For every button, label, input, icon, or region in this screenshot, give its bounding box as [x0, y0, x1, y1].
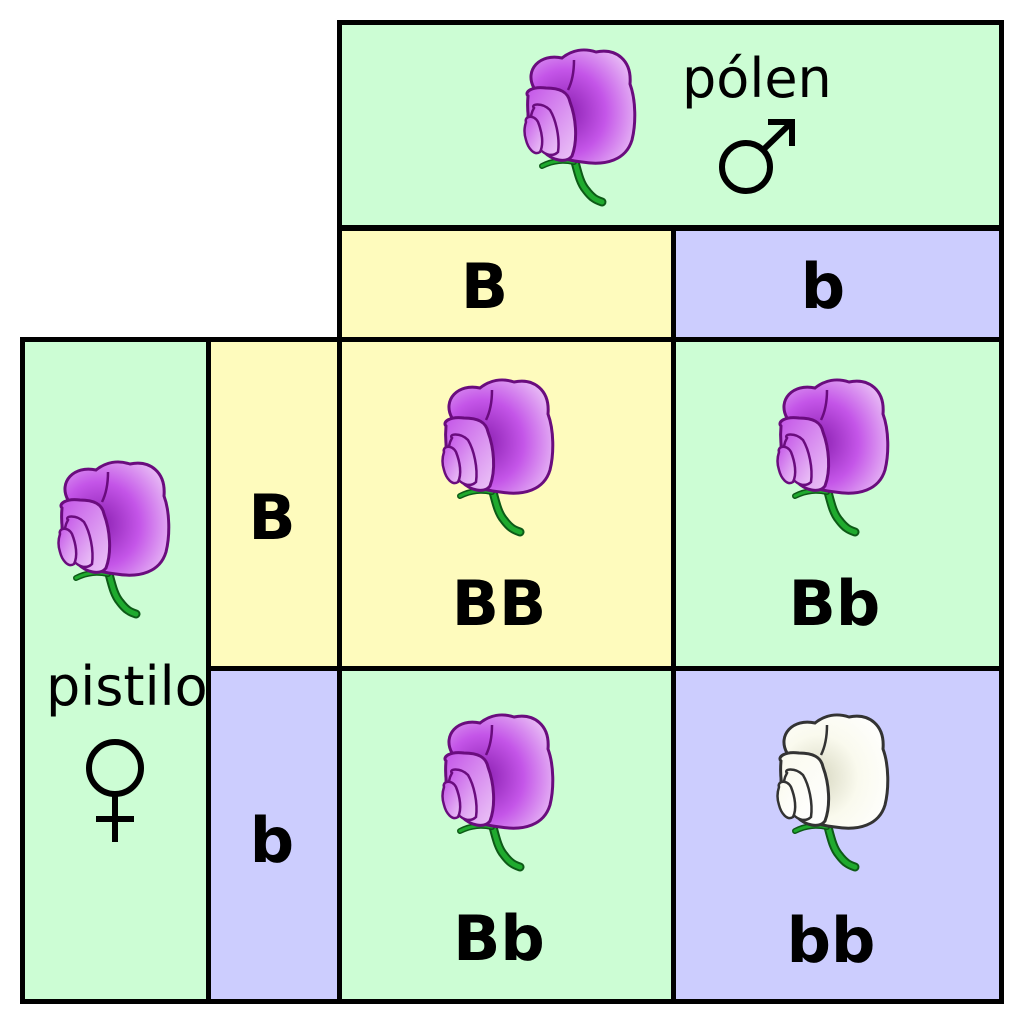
pistil-column — [20, 337, 211, 1004]
offspring-genotype: Bb — [453, 902, 545, 975]
pistil-allele-cell-1 — [206, 337, 342, 671]
pollen-allele-2: b — [800, 250, 846, 323]
pollen-allele-cell-2 — [671, 226, 1004, 342]
offspring-flower-icon — [776, 378, 890, 537]
offspring-genotype: bb — [786, 904, 876, 977]
pollen-label: pólen — [682, 47, 832, 110]
offspring-genotype: Bb — [788, 567, 881, 640]
offspring-flower-icon — [441, 378, 555, 537]
pollen-flower-icon — [523, 48, 637, 207]
female-symbol-icon — [86, 739, 144, 842]
pistil-allele-2: b — [249, 804, 295, 877]
offspring-genotype: BB — [451, 567, 547, 640]
pistil-allele-1: B — [248, 481, 296, 554]
male-symbol-icon — [719, 119, 795, 194]
pistil-label: pistilo — [46, 655, 208, 718]
pistil-flower-icon — [57, 460, 171, 619]
white-flower-icon — [776, 713, 890, 872]
offspring-flower-icon — [441, 713, 555, 872]
pollen-allele-1: B — [460, 250, 509, 323]
pollen-header — [337, 20, 1004, 230]
